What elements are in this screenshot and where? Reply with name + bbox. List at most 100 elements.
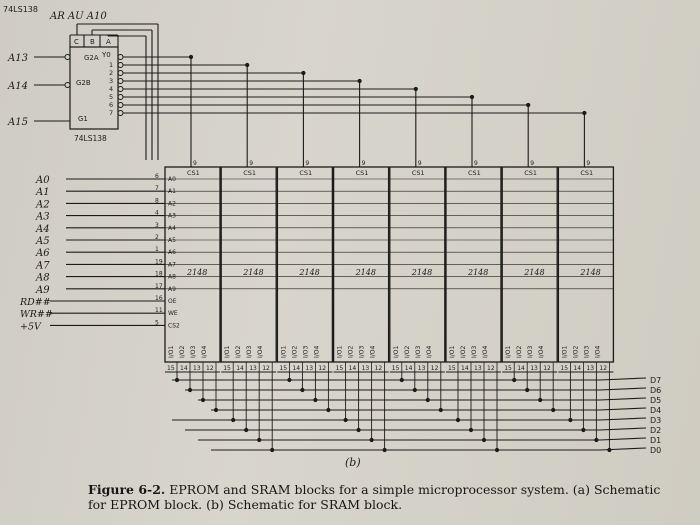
sram-chip-bottom-pin: 14 xyxy=(517,365,525,372)
chip1-left-pin-name: A5 xyxy=(168,237,176,244)
sram-chip-io-label: I/O2 xyxy=(235,345,242,358)
chip1-left-pin-name: A9 xyxy=(168,286,176,293)
sram-chip-cs-pin: 9 xyxy=(193,160,197,167)
sram-chip-part-name: 2148 xyxy=(579,268,600,277)
sram-chip-bottom-pin: 15 xyxy=(448,365,456,372)
sram-chip-cs-label: CS1 xyxy=(356,169,369,177)
chip1-left-pin-number: 4 xyxy=(155,210,159,217)
data-bus-label-d2: D2 xyxy=(650,426,661,435)
chip1-left-pin-name: A7 xyxy=(168,261,176,268)
chip1-left-pin-number: 7 xyxy=(155,185,159,192)
sram-chip-io-label: I/O4 xyxy=(538,345,545,358)
decoder-output-3: 3 xyxy=(109,77,113,85)
sram-chip-bottom-pin: 12 xyxy=(599,365,607,372)
caption-text: EPROM and SRAM blocks for a simple micro… xyxy=(88,482,661,512)
sram-chip-part-name: 2148 xyxy=(467,268,488,277)
decoder-input-a13: A13 xyxy=(7,53,28,64)
sram-chip-io-label: I/O3 xyxy=(190,345,197,358)
sram-chip-cs-pin: 9 xyxy=(249,160,253,167)
chip1-left-pin-number: 17 xyxy=(155,283,163,290)
decoder-part-label: 74LS138 xyxy=(74,134,107,143)
sram-chip-cs-pin: 9 xyxy=(418,160,422,167)
chip1-left-pin-name: A0 xyxy=(168,176,176,183)
sram-chip-bottom-pin: 13 xyxy=(474,365,482,372)
caption-prefix: Figure 6-2. xyxy=(88,482,166,497)
sram-chip-io-label: I/O3 xyxy=(471,345,478,358)
decoder-output-bubble xyxy=(117,102,124,108)
decoder-output-7: 7 xyxy=(109,109,113,117)
io-junction xyxy=(287,377,292,383)
sram-chip-bottom-pin: 15 xyxy=(504,365,512,372)
sram-chip-io-label: I/O3 xyxy=(415,345,422,358)
cs-junction xyxy=(413,86,418,92)
data-bus-lead xyxy=(599,387,647,391)
chip1-left-pin-name: CS2 xyxy=(168,322,180,329)
sram-chip-io-label: I/O1 xyxy=(168,345,175,358)
sram-chip-cs-label: CS1 xyxy=(187,169,200,177)
sram-chip-io-label: I/O3 xyxy=(359,345,366,358)
sram-chip-bottom-pin: 13 xyxy=(362,365,370,372)
sram-chip-io-label: I/O1 xyxy=(280,345,287,358)
io-junction xyxy=(399,377,404,383)
address-label-a1: A1 xyxy=(35,187,50,198)
sram-chip-bottom-pin: 12 xyxy=(375,365,383,372)
sram-chip-bottom-pin: 15 xyxy=(223,365,231,372)
chip1-left-pin-name: A3 xyxy=(168,213,176,220)
io-junction xyxy=(594,437,599,443)
decoder-output-4: 4 xyxy=(109,85,113,93)
sram-chip-bottom-pin: 14 xyxy=(461,365,469,372)
io-junction xyxy=(200,397,206,403)
io-junction xyxy=(455,417,461,423)
sram-chip-io-label: I/O3 xyxy=(246,345,253,358)
io-junction xyxy=(494,447,500,453)
sram-chip-io-label: I/O4 xyxy=(257,345,264,358)
decoder-pin-label-a: A xyxy=(106,38,111,46)
sram-chip-part-name: 2148 xyxy=(355,268,376,277)
data-bus-lead xyxy=(599,407,647,411)
decoder-pin-label-b: B xyxy=(90,38,95,46)
io-junction xyxy=(438,407,443,413)
data-bus-label-d0: D0 xyxy=(650,446,661,455)
sram-chip-cs-pin: 9 xyxy=(305,160,309,167)
sram-chip-io-label: I/O1 xyxy=(449,345,456,358)
cs-junction xyxy=(469,94,475,100)
data-bus-lead xyxy=(599,427,647,431)
sram-chip-io-label: I/O2 xyxy=(179,345,186,358)
decoder-output-2: 2 xyxy=(109,69,113,77)
sram-chip-io-label: I/O4 xyxy=(201,345,208,358)
address-label-a8: A8 xyxy=(35,273,50,284)
decoder-output-bubble xyxy=(117,94,124,100)
chip1-left-pin-name: A1 xyxy=(168,188,176,195)
cs-junction xyxy=(526,102,531,108)
sram-chip-io-label: I/O2 xyxy=(460,345,467,358)
chip1-left-pin-number: 18 xyxy=(155,271,163,278)
sram-chip-cs-label: CS1 xyxy=(243,169,256,177)
io-junction xyxy=(270,447,275,453)
sram-chip-io-label: I/O4 xyxy=(426,345,433,358)
decoder-input-a14: A14 xyxy=(7,81,28,92)
cs-junction xyxy=(301,70,306,76)
sram-chip-bottom-pin: 15 xyxy=(560,365,568,372)
data-bus-label-d1: D1 xyxy=(650,436,661,445)
sram-chip-io-label: I/O4 xyxy=(313,345,320,358)
sram-chip-cs-label: CS1 xyxy=(524,169,537,177)
ic-top-label: 74LS138 xyxy=(3,5,38,14)
decoder-output-5: 5 xyxy=(109,93,113,101)
chip1-left-pin-name: WE xyxy=(168,310,178,317)
sram-chip-bottom-pin: 14 xyxy=(349,365,357,372)
sram-chip-io-label: I/O2 xyxy=(404,345,411,358)
cs-junction xyxy=(188,54,194,60)
data-bus-lead xyxy=(599,397,647,401)
sram-chip-bottom-pin: 13 xyxy=(530,365,538,372)
data-bus-lead xyxy=(599,377,647,381)
io-junction xyxy=(607,447,612,453)
data-bus-label-d5: D5 xyxy=(650,396,661,405)
handwritten-top-label: AR AU A10 xyxy=(49,11,107,22)
io-junction xyxy=(326,407,331,413)
sram-chip-cs-label: CS1 xyxy=(580,169,593,177)
data-bus-lead xyxy=(599,437,647,441)
